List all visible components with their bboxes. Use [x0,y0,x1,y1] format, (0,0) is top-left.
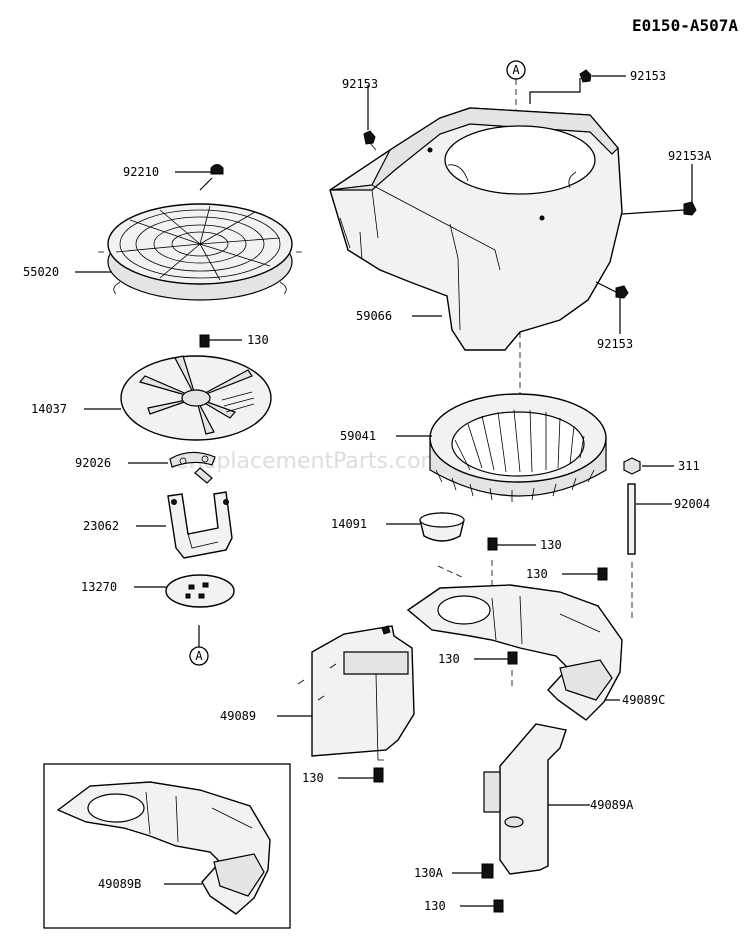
label-59066: 59066 [356,309,392,323]
diagram-ref-code: E0150-A507A [632,16,738,35]
label-92026: 92026 [75,456,111,470]
part-59066-blower-housing: 59066 [329,107,623,351]
part-14091-cup: 14091 [331,512,465,542]
part-49089a-baffle: 49089A [483,723,634,875]
part-13270-plate: 13270 [81,574,235,608]
part-59041-flywheel-fan: 59041 [340,393,607,502]
label-92004: 92004 [674,497,710,511]
part-55020-fan-screen: 55020 [23,177,302,301]
label-130A: 130A [414,866,444,880]
label-92153A: 92153A [668,149,712,163]
label-55020: 55020 [23,265,59,279]
ref-marker-a-left: A [189,625,209,666]
part-23062-bracket: 23062 [83,491,233,559]
part-14037-fan-plate: 14037 [31,355,272,441]
inset-box-49089b: 49089B [43,763,291,929]
label-49089C: 49089C [622,693,665,707]
label-23062: 23062 [83,519,119,533]
label-130-bottom: 130 [424,899,446,913]
part-130-screw-mid: 130 [487,537,562,552]
part-49089c-baffle: 49089C [406,560,665,721]
label-49089A: 49089A [590,798,634,812]
part-130-screw-bottom-left: 130 [302,767,384,785]
label-14091: 14091 [331,517,367,531]
label-14037: 14037 [31,402,67,416]
label-59041: 59041 [340,429,376,443]
part-130-screw-lower: 130 [438,651,518,690]
label-13270: 13270 [81,580,117,594]
ref-marker-a-top-label: A [512,63,520,77]
ref-marker-a-left-label: A [195,649,203,663]
label-130-mid: 130 [540,538,562,552]
label-92153-right: 92153 [630,69,666,83]
part-92210-cap: 92210 [123,164,224,179]
part-130a-screw: 130A [414,863,494,880]
watermark: eReplacementParts.com [175,449,442,474]
label-130-lower: 130 [438,652,460,666]
part-92153-bolt-left: 92153 [342,77,378,151]
label-49089: 49089 [220,709,256,723]
label-130-top: 130 [247,333,269,347]
label-92153-left: 92153 [342,77,378,91]
part-92004-stud: 92004 [627,483,710,620]
label-311: 311 [678,459,700,473]
part-311-nut: 311 [623,457,700,475]
label-130-bottom-left: 130 [302,771,324,785]
part-92153-bolt-bottom: 92153 [595,281,633,351]
label-49089B: 49089B [98,877,141,891]
part-92153a-bolt: 92153A [621,149,712,216]
label-130-right: 130 [526,567,548,581]
part-92153-bolt-right: 92153 [529,69,666,104]
label-92210: 92210 [123,165,159,179]
part-130-screw-right: 130 [526,567,608,581]
part-92026-washer: 92026 [75,451,216,484]
part-130-screw-top: 130 [199,333,269,348]
part-130-screw-bottom: 130 [424,899,504,913]
label-92153-bottom: 92153 [597,337,633,351]
part-49089-shroud-plate: 49089 [220,625,415,761]
